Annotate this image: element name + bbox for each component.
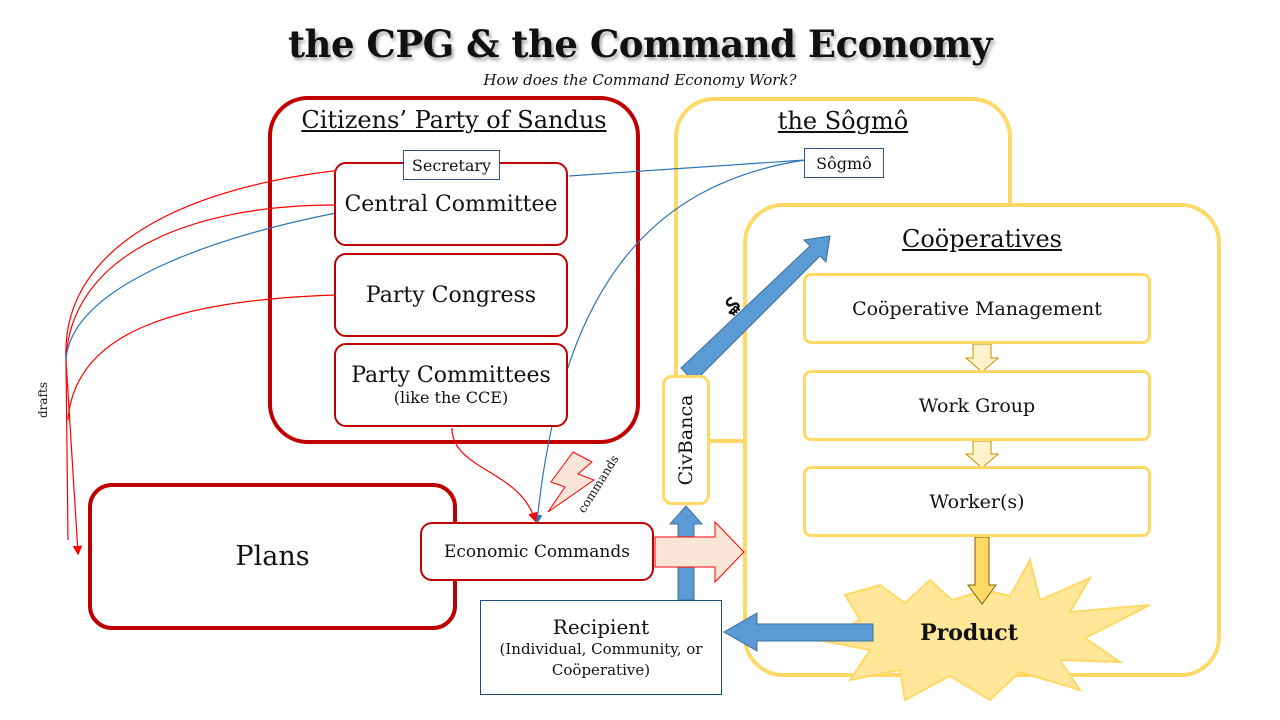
work-group-label: Work Group	[918, 394, 1036, 417]
drafts-curve-secretary	[65, 164, 404, 556]
party-congress-label: Party Congress	[365, 282, 537, 308]
economic-commands-label: Economic Commands	[443, 541, 630, 562]
civbanca-to-cooperatives-arrow	[680, 235, 831, 383]
sogmo-command-curve	[532, 159, 806, 525]
central-committee-box: Central Committee	[334, 162, 568, 246]
plans-box: Plans	[88, 483, 457, 630]
party-command-curve	[451, 427, 538, 523]
page-title: the CPG & the Command Economy	[287, 22, 993, 66]
party-committees-label: Party Committees	[351, 363, 551, 388]
recipient-box: Recipient (Individual, Community, or Coö…	[480, 600, 722, 695]
secretary-label-box: Secretary	[403, 150, 500, 180]
recipient-detail: (Individual, Community, or Coöperative)	[499, 640, 703, 679]
party-committees-note: (like the CCE)	[393, 388, 509, 407]
down-arrow-workgroup	[964, 440, 1000, 469]
party-committees-box: Party Committees (like the CCE)	[334, 343, 568, 427]
sogmo-group-title: the Sôgmô	[777, 107, 909, 135]
down-arrow-management	[964, 343, 1000, 373]
work-group-box: Work Group	[803, 370, 1151, 441]
down-arrow-workers	[967, 536, 997, 605]
page-subtitle: How does the Command Economy Work?	[483, 71, 797, 89]
product-to-recipient-arrow	[722, 612, 874, 652]
commands-lightning	[547, 451, 596, 513]
workers-label: Worker(s)	[929, 490, 1025, 513]
sogmo-link-line	[568, 159, 806, 177]
cooperative-management-label: Coöperative Management	[852, 297, 1102, 320]
secretary-label: Secretary	[411, 155, 492, 175]
workers-box: Worker(s)	[803, 466, 1151, 537]
civbanca-box: CivBanca	[662, 375, 710, 505]
drafts-label: drafts	[36, 382, 50, 418]
party-congress-box: Party Congress	[334, 253, 568, 337]
cooperative-management-box: Coöperative Management	[803, 273, 1151, 344]
commands-to-cooperatives-arrow	[654, 520, 745, 584]
party-group-title: Citizens’ Party of Sandus	[301, 106, 607, 134]
product-label: Product	[920, 620, 1018, 646]
economic-commands-box: Economic Commands	[420, 522, 654, 581]
sogmo-label-box: Sôgmô	[804, 148, 884, 178]
sogmo-label: Sôgmô	[816, 153, 872, 173]
recipient-title: Recipient	[552, 615, 650, 640]
central-committee-label: Central Committee	[344, 191, 558, 217]
plans-label: Plans	[235, 541, 310, 572]
drafts-curve-congress	[67, 294, 337, 421]
civbanca-label: CivBanca	[675, 394, 697, 486]
drafts-curve-central-blue	[65, 212, 337, 361]
cooperatives-group-title: Coöperatives	[901, 225, 1062, 253]
party-group: Citizens’ Party of Sandus	[268, 96, 640, 444]
drafts-curve-central	[65, 204, 337, 361]
